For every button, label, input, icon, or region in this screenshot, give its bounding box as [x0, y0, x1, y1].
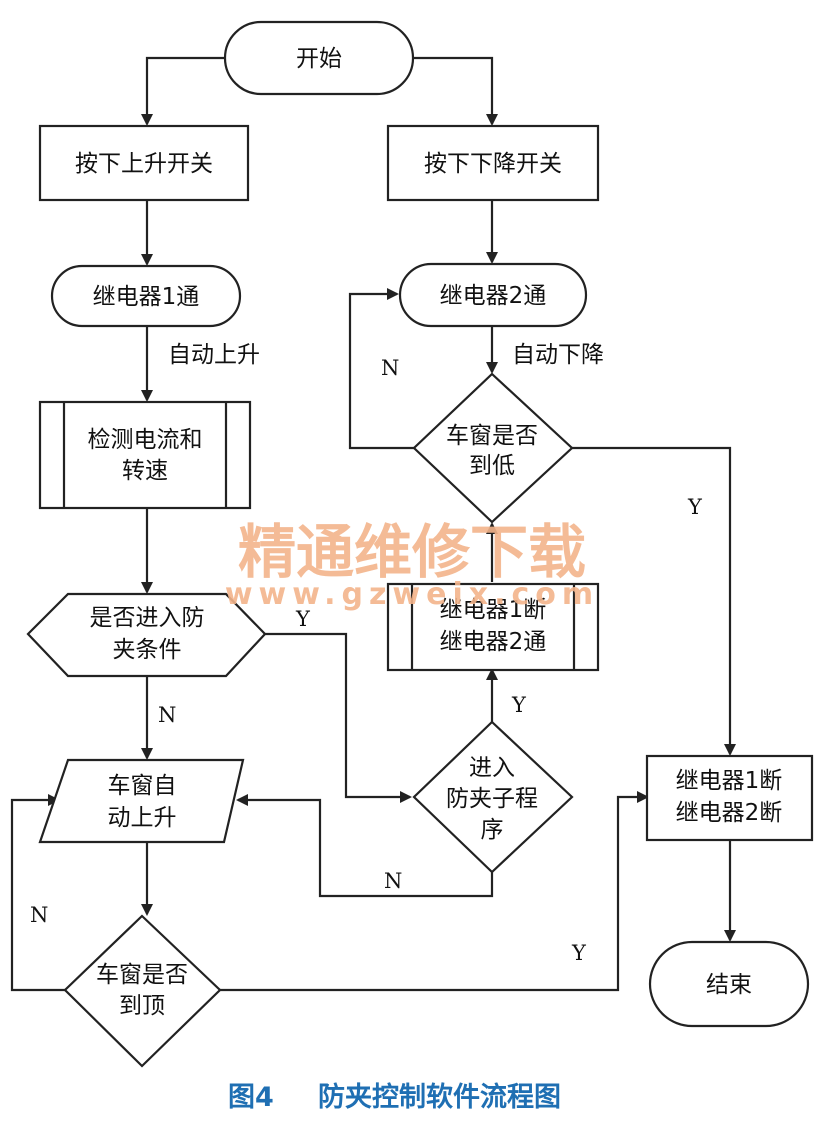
window-low-label-line1: 车窗是否 — [446, 423, 538, 449]
window-low-decision — [412, 372, 574, 524]
edge-start-to-down-switch — [412, 56, 498, 126]
figure-number: 图4 — [228, 1082, 274, 1113]
relay1-on-label: 继电器1通 — [93, 284, 200, 310]
anti-pinch-condition-hexagon — [26, 592, 267, 678]
edge-labels: N Y Y N Y N N Y — [30, 356, 703, 965]
enter-subroutine-line1: 进入 — [469, 755, 515, 781]
edge-top-check-yes-to-both-off — [220, 791, 649, 992]
relay2-on-label: 继电器2通 — [440, 283, 547, 309]
detect-label-line2: 转速 — [122, 458, 168, 484]
watermark-text: 精通维修下载 — [238, 518, 586, 586]
sub-no-label: N — [384, 869, 402, 893]
sub-yes-label: Y — [511, 693, 527, 717]
enter-subroutine-line2: 防夹子程 — [446, 786, 538, 812]
enter-subroutine-decision — [412, 720, 574, 874]
up-switch-box — [38, 124, 250, 202]
both-off-line2: 继电器2断 — [676, 800, 783, 826]
cond-yes-label: Y — [295, 607, 311, 631]
detect-process-box — [38, 400, 252, 510]
end-terminal — [648, 940, 810, 1028]
edge-subroutine-no-to-window-up — [236, 794, 494, 898]
anti-pinch-condition-line2: 夹条件 — [113, 637, 182, 663]
up-switch-label: 按下上升开关 — [75, 151, 213, 177]
down-switch-label: 按下下降开关 — [424, 151, 562, 177]
anti-pinch-condition-line1: 是否进入防 — [90, 605, 205, 631]
both-off-box — [645, 754, 814, 842]
relay-switch-label-line2: 继电器2通 — [440, 629, 547, 655]
top-no-label: N — [30, 903, 48, 927]
window-auto-up-line2: 动上升 — [108, 805, 177, 831]
both-off-line1: 继电器1断 — [676, 768, 783, 794]
cond-no-label: N — [158, 703, 176, 727]
edge-condition-yes-to-subroutine — [265, 632, 412, 803]
watermark-url: www.gzweix.com — [225, 577, 599, 612]
detect-label-line1: 检测电流和 — [88, 427, 203, 453]
window-auto-up-parallelogram — [38, 758, 245, 844]
low-yes-label: Y — [687, 495, 703, 519]
down-switch-box — [386, 124, 600, 202]
end-label: 结束 — [706, 972, 752, 998]
edges — [10, 56, 736, 992]
relay-switch-process-box — [386, 582, 600, 672]
window-top-decision — [63, 914, 222, 1068]
top-yes-label: Y — [571, 941, 587, 965]
window-auto-up-line1: 车窗自 — [108, 773, 177, 799]
relay-switch-label-line1: 继电器1断 — [440, 597, 547, 623]
window-low-label-line2: 到低 — [469, 453, 515, 479]
low-no-label: N — [381, 356, 399, 380]
start-terminal — [223, 20, 415, 96]
start-label: 开始 — [296, 46, 342, 72]
relay1-on-terminal — [50, 264, 242, 328]
auto-down-label: 自动下降 — [512, 342, 604, 368]
edge-low-check-no-loop — [348, 288, 414, 450]
watermark: 精通维修下载 www.gzweix.com — [225, 518, 599, 612]
auto-up-label: 自动上升 — [168, 342, 260, 368]
edge-start-to-up-switch — [141, 56, 225, 126]
relay2-on-terminal — [398, 262, 588, 328]
enter-subroutine-line3: 序 — [481, 817, 504, 843]
window-top-line1: 车窗是否 — [96, 962, 188, 988]
window-top-line2: 到顶 — [119, 993, 165, 1019]
nodes: 开始 按下上升开关 按下下降开关 继电器1通 继电器2通 自动上升 自动下降 检… — [26, 20, 814, 1068]
figure-title: 防夹控制软件流程图 — [318, 1082, 561, 1113]
edge-top-check-no-loop — [10, 794, 65, 992]
caption: 图4 防夹控制软件流程图 — [228, 1082, 561, 1113]
edge-low-check-yes-to-both-off — [572, 446, 736, 756]
